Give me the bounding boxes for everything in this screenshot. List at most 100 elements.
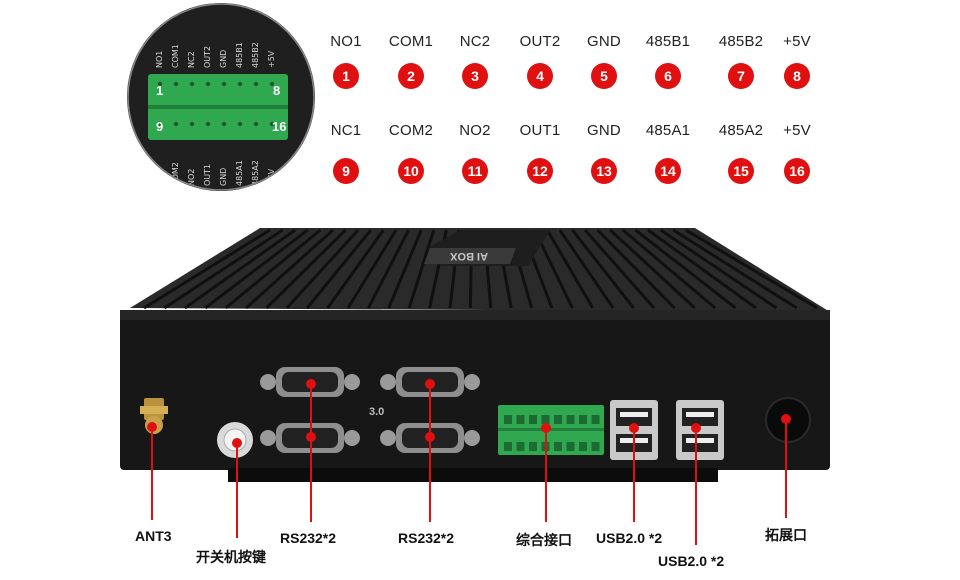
heatsink-fin bbox=[609, 228, 696, 310]
power-button-label: 开关机按键 bbox=[196, 549, 266, 565]
inset-terminal-pin bbox=[205, 121, 211, 127]
inset-top-label: 485B1 bbox=[235, 42, 244, 68]
combo-terminal-pin bbox=[516, 415, 525, 424]
inset-top-label: COM1 bbox=[171, 44, 180, 68]
pin-number-16: 16 bbox=[784, 158, 810, 184]
heatsink-fin bbox=[306, 229, 372, 309]
usb-right-label: USB2.0 *2 bbox=[658, 553, 725, 569]
combo-terminal-pin bbox=[579, 442, 587, 451]
rs232-left-label: RS232*2 bbox=[280, 530, 337, 546]
heatsink-fin bbox=[265, 228, 347, 310]
inset-terminal-pin bbox=[237, 121, 243, 127]
heatsink-fin bbox=[647, 228, 757, 310]
combo-terminal-pin bbox=[504, 415, 512, 424]
pin-label-9: NC1 bbox=[330, 122, 362, 139]
inset-bottom-label: COM2 bbox=[171, 162, 180, 186]
inset-bottom-label: 485A1 bbox=[235, 160, 244, 186]
inset-top-label: GND bbox=[219, 50, 228, 68]
combo-terminal-pin bbox=[516, 442, 525, 451]
pin-number-10: 10 bbox=[398, 158, 424, 184]
pin-label-5: GND bbox=[587, 33, 621, 50]
inset-top-label: NO1 bbox=[155, 51, 164, 68]
combo-interface-label: 综合接口 bbox=[516, 532, 572, 548]
pin-label-1: NO1 bbox=[330, 33, 362, 50]
rs232-port bbox=[260, 423, 360, 453]
inset-pin-8: 8 bbox=[273, 83, 280, 98]
inset-top-label: +5V bbox=[267, 50, 276, 68]
inset-terminal-pin bbox=[157, 121, 163, 127]
heatsink-fin bbox=[346, 229, 398, 309]
heatsink-fin bbox=[634, 228, 737, 310]
inset-bottom-label: OUT1 bbox=[203, 164, 212, 186]
pin-number-14: 14 bbox=[655, 158, 681, 184]
combo-terminal-pin bbox=[541, 415, 550, 424]
heatsink-fin bbox=[407, 229, 436, 309]
heatsink-fin bbox=[387, 229, 423, 309]
pin-label-2: COM1 bbox=[388, 33, 434, 50]
pin-label-12: OUT1 bbox=[519, 122, 561, 139]
expansion-port-label: 拓展口 bbox=[765, 527, 807, 543]
inset-bottom-label: GND bbox=[219, 168, 228, 186]
heatsink-fin bbox=[143, 228, 271, 310]
ant3-leader-line bbox=[151, 427, 153, 520]
usb3-mark: 3.0 bbox=[369, 406, 384, 418]
pin-number-9: 9 bbox=[333, 158, 359, 184]
combo-terminal-pin bbox=[579, 415, 587, 424]
pin-label-10: COM2 bbox=[388, 122, 434, 139]
heatsink-fin bbox=[204, 228, 309, 310]
inset-terminal-pin bbox=[221, 81, 227, 87]
pin-number-13: 13 bbox=[591, 158, 617, 184]
pin-label-7: 485B2 bbox=[718, 33, 764, 50]
combo-terminal-pin bbox=[591, 415, 600, 424]
heatsink-fin bbox=[244, 228, 335, 310]
pin-label-14: 485A1 bbox=[645, 122, 691, 139]
pin-number-1: 1 bbox=[333, 63, 359, 89]
inset-terminal-pin bbox=[205, 81, 211, 87]
inset-terminal-pin bbox=[173, 121, 179, 127]
pin-label-6: 485B1 bbox=[645, 33, 691, 50]
device-photo: AI BOX 3.0 bbox=[110, 220, 840, 490]
inset-top-label: NC2 bbox=[187, 51, 196, 68]
usb-left-label: USB2.0 *2 bbox=[596, 530, 663, 546]
pin-number-12: 12 bbox=[527, 158, 553, 184]
combo-terminal-pin bbox=[566, 415, 575, 424]
pin-number-5: 5 bbox=[591, 63, 617, 89]
inset-pin-1: 1 bbox=[156, 83, 163, 98]
usb_left-leader-line bbox=[633, 428, 635, 522]
inset-terminal-pin bbox=[221, 121, 227, 127]
device-graphic: AI BOX 3.0 bbox=[120, 228, 830, 482]
power_button-leader-line bbox=[236, 443, 238, 538]
combo-terminal-pin bbox=[554, 442, 562, 451]
heatsink-fin bbox=[596, 228, 676, 310]
pin-label-15: 485A2 bbox=[718, 122, 764, 139]
inset-pin-16: 16 bbox=[272, 119, 286, 134]
pin-number-4: 4 bbox=[527, 63, 553, 89]
inset-terminal-pin bbox=[173, 81, 179, 87]
heatsink-fin bbox=[224, 228, 322, 310]
inset-terminal-pin bbox=[189, 81, 195, 87]
combo-terminal-pin bbox=[554, 415, 562, 424]
combo-terminal-pin bbox=[591, 442, 600, 451]
heatsink-fin bbox=[685, 228, 818, 310]
pin-label-4: OUT2 bbox=[519, 33, 561, 50]
heatsink-fin bbox=[571, 229, 635, 309]
rs232-right-label: RS232*2 bbox=[398, 530, 455, 546]
combo-terminal-pin bbox=[529, 415, 537, 424]
pin-label-11: NO2 bbox=[459, 122, 491, 139]
pin-label-16: +5V bbox=[783, 122, 811, 139]
heatsink-fin bbox=[285, 228, 360, 310]
pin-label-13: GND bbox=[587, 122, 621, 139]
inset-terminal-pin bbox=[253, 121, 259, 127]
inset-pin-9: 9 bbox=[156, 119, 163, 134]
pin-number-6: 6 bbox=[655, 63, 681, 89]
heatsink-fin bbox=[163, 228, 284, 310]
inset-top-label: 485B2 bbox=[251, 42, 260, 68]
combo-terminal-graphic bbox=[498, 405, 604, 455]
combo_interface-leader-line bbox=[545, 428, 547, 522]
heatsink-fin bbox=[326, 229, 385, 309]
expansion_port-leader-line bbox=[785, 419, 787, 518]
pin-number-11: 11 bbox=[462, 158, 488, 184]
